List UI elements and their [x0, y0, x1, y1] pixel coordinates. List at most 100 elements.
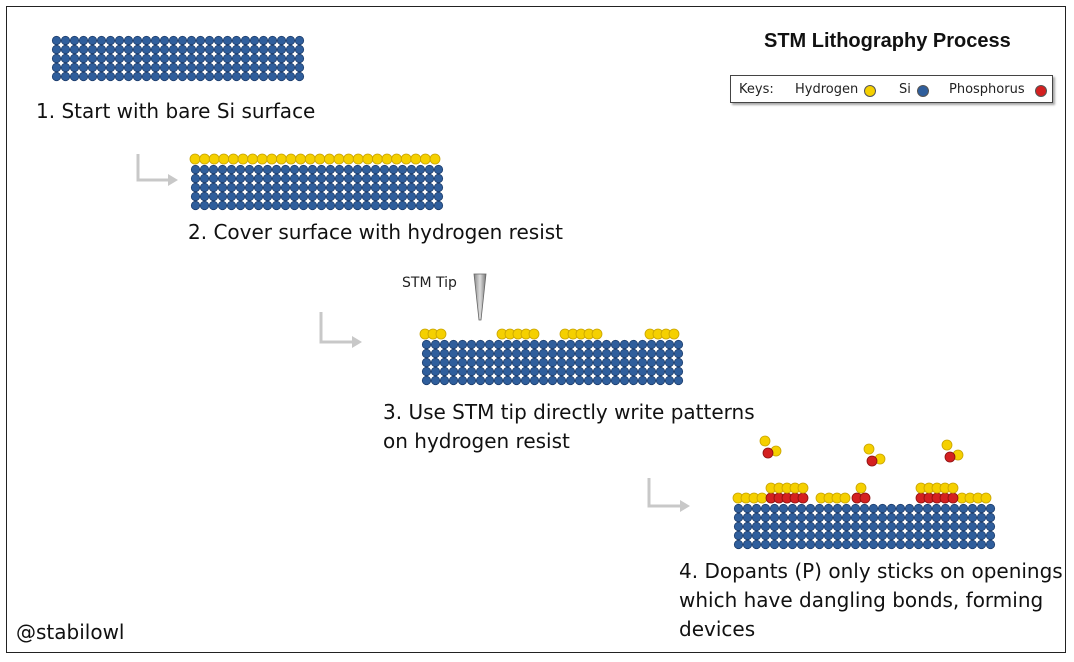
si-atom: [484, 348, 495, 359]
hydrogen-atom: [343, 153, 355, 165]
si-atom: [267, 71, 278, 82]
si-atom: [832, 530, 843, 541]
si-atom: [565, 366, 576, 377]
si-atom: [397, 173, 408, 184]
si-atom: [424, 191, 435, 202]
si-atom: [814, 503, 825, 514]
si-atom: [796, 539, 807, 550]
si-atom: [733, 521, 744, 532]
si-atom: [352, 164, 363, 175]
si-atom: [60, 62, 71, 73]
si-atom: [231, 62, 242, 73]
hydrogen-atom: [218, 153, 230, 165]
si-atom: [814, 521, 825, 532]
hydrogen-atom: [199, 153, 211, 165]
si-atom: [601, 366, 612, 377]
si-atom: [334, 164, 345, 175]
phosphorus-atom: [797, 492, 809, 504]
si-atom: [361, 164, 372, 175]
hydrogen-atom: [266, 153, 278, 165]
si-atom: [159, 44, 170, 55]
si-atom: [96, 53, 107, 64]
si-atom: [213, 71, 224, 82]
si-atom: [199, 164, 210, 175]
si-atom: [655, 357, 666, 368]
si-atom: [150, 35, 161, 46]
si-atom: [406, 173, 417, 184]
si-atom: [199, 182, 210, 193]
step-4-line-1: 4. Dopants (P) only sticks on openings: [679, 559, 1063, 583]
si-atom: [298, 200, 309, 211]
si-atom: [448, 357, 459, 368]
si-atom: [565, 375, 576, 386]
si-atom: [190, 191, 201, 202]
credit-handle: @stabilowl: [16, 620, 125, 644]
si-atom: [96, 71, 107, 82]
si-atom: [466, 339, 477, 350]
si-atom: [78, 53, 89, 64]
si-atom: [904, 530, 915, 541]
si-atom: [253, 182, 264, 193]
si-atom: [208, 182, 219, 193]
phosphine-molecules: [759, 435, 964, 467]
si-atom: [778, 539, 789, 550]
si-atom: [87, 71, 98, 82]
si-atom: [406, 191, 417, 202]
si-atom: [778, 512, 789, 523]
si-atom: [787, 512, 798, 523]
si-atom: [502, 348, 513, 359]
si-atom: [334, 200, 345, 211]
si-atom: [868, 539, 879, 550]
si-atom: [787, 539, 798, 550]
si-atom: [222, 53, 233, 64]
si-atom: [967, 539, 978, 550]
si-atom: [439, 375, 450, 386]
si-atom: [733, 512, 744, 523]
si-atom: [334, 191, 345, 202]
si-atom: [168, 71, 179, 82]
si-atom: [307, 182, 318, 193]
si-atom: [475, 339, 486, 350]
si-atom: [267, 35, 278, 46]
si-atom: [271, 164, 282, 175]
si-atom: [285, 62, 296, 73]
si-atom: [343, 182, 354, 193]
hydrogen-atom: [419, 153, 431, 165]
si-atom: [388, 164, 399, 175]
si-atom: [556, 375, 567, 386]
si-atom: [940, 503, 951, 514]
si-atom: [565, 357, 576, 368]
si-atom: [276, 53, 287, 64]
si-atom: [168, 44, 179, 55]
si-atom: [628, 339, 639, 350]
si-atom: [493, 348, 504, 359]
si-atom: [114, 44, 125, 55]
si-atom: [655, 375, 666, 386]
si-atom: [406, 200, 417, 211]
si-atom: [796, 503, 807, 514]
si-atom: [949, 512, 960, 523]
si-atom: [520, 339, 531, 350]
si-atom: [940, 530, 951, 541]
si-atom: [249, 62, 260, 73]
si-atom: [439, 366, 450, 377]
si-atom: [262, 164, 273, 175]
si-atom: [619, 357, 630, 368]
si-atom: [213, 62, 224, 73]
si-atom: [231, 35, 242, 46]
si-atom: [424, 182, 435, 193]
legend-phosphorus-label: Phosphorus: [949, 82, 1025, 97]
si-atom: [370, 173, 381, 184]
si-atom: [985, 539, 996, 550]
si-atom: [520, 366, 531, 377]
si-atom: [433, 164, 444, 175]
si-atom: [931, 539, 942, 550]
si-atom: [96, 44, 107, 55]
si-atom: [511, 375, 522, 386]
si-atom: [150, 44, 161, 55]
si-atom: [343, 200, 354, 211]
si-atom: [547, 339, 558, 350]
si-atom: [262, 191, 273, 202]
si-atom: [673, 366, 684, 377]
si-atom: [574, 339, 585, 350]
